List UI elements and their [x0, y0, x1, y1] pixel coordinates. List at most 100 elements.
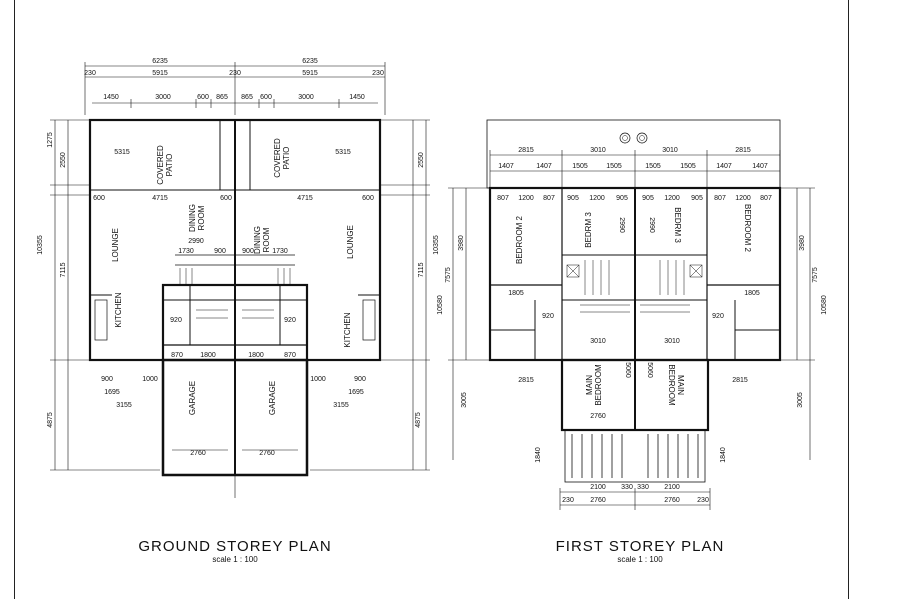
ground-room-dining-right: DINING — [253, 226, 262, 254]
ground-dim-600-right: 600 — [362, 195, 374, 202]
ground-top-dimensions — [84, 62, 386, 115]
first-bottom-dimensions — [559, 488, 711, 510]
ground-dim-overall-right: 6235 — [302, 58, 318, 65]
first-dim-807-a: 807 — [497, 195, 509, 202]
first-dim-1840-right: 1840 — [720, 447, 727, 463]
first-side-dimensions — [448, 187, 815, 460]
ground-top-dim-2: 3000 — [155, 94, 171, 101]
first-dim-330-right: 330 — [637, 484, 649, 491]
first-dim-10580-left: 10580 — [437, 295, 444, 315]
ground-dim-1695-left: 1695 — [104, 389, 120, 396]
first-dim-807-c: 807 — [714, 195, 726, 202]
first-dim-2990-right: 2990 — [648, 217, 655, 233]
first-dim-5060-right: 5060 — [646, 362, 653, 378]
first-room-main-bedroom-right: MAIN — [676, 375, 685, 395]
ground-dim-920-right: 920 — [284, 317, 296, 324]
first-dim-1200-b: 1200 — [589, 195, 605, 202]
first-dim-807-d: 807 — [760, 195, 772, 202]
first-sub-dim-4: 1505 — [606, 163, 622, 170]
ground-dim-r3: 7115 — [418, 262, 425, 277]
first-dim-3010-left: 3010 — [590, 338, 606, 345]
ground-storey-plan: 6235 6235 5915 5915 230 230 230 1450 300… — [37, 58, 440, 498]
first-dim-230-right: 230 — [697, 497, 709, 504]
first-dim-905-c: 905 — [642, 195, 654, 202]
first-dim-905-a: 905 — [567, 195, 579, 202]
first-dim-330-left: 330 — [621, 484, 633, 491]
ground-stairs — [179, 268, 291, 319]
ground-room-covered-patio-right-2: PATIO — [282, 147, 291, 170]
first-dim-3980-right: 3980 — [799, 235, 806, 251]
first-dim-1805-right: 1805 — [744, 290, 760, 297]
first-walls — [488, 186, 782, 432]
first-room-bedrm-3-left: BEDRM 3 — [584, 212, 593, 248]
first-dim-905-b: 905 — [616, 195, 628, 202]
ground-dim-1730-right: 1730 — [272, 248, 288, 255]
ground-dim-600-mid: 600 — [220, 195, 232, 202]
first-top-dim-3: 3010 — [662, 147, 678, 154]
first-vent-left — [619, 132, 631, 144]
ground-dim-5315-right: 5315 — [335, 149, 351, 156]
first-plan-scale: scale 1 : 100 — [617, 555, 663, 564]
ground-plan-title: GROUND STOREY PLAN — [138, 538, 332, 555]
ground-dim-4715-right: 4715 — [297, 195, 313, 202]
first-dim-3005-left: 3005 — [461, 392, 468, 408]
ground-dim-l2: 2550 — [60, 152, 67, 168]
ground-dim-height-left: 10355 — [37, 235, 44, 255]
ground-dim-870-left: 870 — [171, 352, 183, 359]
first-dim-2760-left: 2760 — [590, 413, 606, 420]
ground-dim-overall-left: 6235 — [152, 58, 168, 65]
ground-room-dining-right-2: ROOM — [262, 227, 271, 252]
first-dim-1805-left: 1805 — [508, 290, 524, 297]
ground-dim-r4: 4875 — [415, 412, 422, 428]
ground-dim-1000-left: 1000 — [142, 376, 158, 383]
first-dim-3980-left: 3980 — [458, 235, 465, 251]
first-room-bedrm-3-right: BEDRM 3 — [673, 207, 682, 243]
ground-dim-inner-right: 5915 — [302, 70, 318, 77]
ground-walls — [88, 118, 382, 477]
first-room-main-bedroom-left-2: BEDROOM — [594, 364, 603, 406]
ground-room-covered-patio-left: COVERED — [156, 145, 165, 185]
first-dim-2990-left: 2990 — [618, 217, 625, 233]
ground-dim-3155-right: 3155 — [333, 402, 349, 409]
first-stairs — [566, 260, 703, 313]
ground-room-covered-patio-left-2: PATIO — [165, 154, 174, 177]
ground-dim-920-left: 920 — [170, 317, 182, 324]
first-sub-dim-2: 1407 — [536, 163, 552, 170]
ground-dim-3155-left: 3155 — [116, 402, 132, 409]
ground-dim-l3: 7115 — [60, 262, 67, 277]
first-dim-1840-left: 1840 — [535, 447, 542, 463]
first-roof-outline — [486, 119, 781, 189]
first-room-main-bedroom-left: MAIN — [585, 375, 594, 395]
ground-top-dim-5: 865 — [241, 94, 253, 101]
first-sub-dim-1: 1407 — [498, 163, 514, 170]
sheet-border-left — [14, 0, 15, 599]
first-dim-1200-a: 1200 — [518, 195, 534, 202]
ground-room-kitchen-right: KITCHEN — [343, 312, 352, 347]
ground-room-dining-left-2: ROOM — [197, 205, 206, 230]
first-dim-7575-right: 7575 — [812, 267, 819, 283]
ground-dim-1800-right: 1800 — [248, 352, 264, 359]
ground-dim-wall-left: 230 — [84, 70, 96, 77]
ground-garage-doors — [172, 449, 298, 498]
first-top-dim-2: 3010 — [590, 147, 606, 154]
first-dim-5060-left: 5060 — [624, 362, 631, 378]
first-sub-dim-5: 1505 — [645, 163, 661, 170]
first-dim-230-left: 230 — [562, 497, 574, 504]
ground-top-dim-1: 1450 — [103, 94, 119, 101]
first-balcony — [564, 429, 706, 483]
first-sub-dim-7: 1407 — [716, 163, 732, 170]
first-vent-right — [636, 132, 648, 144]
ground-dim-l1: 1275 — [47, 132, 54, 148]
ground-dim-1695-right: 1695 — [348, 389, 364, 396]
ground-dim-900-right: 900 — [242, 248, 254, 255]
ground-dim-900-br: 900 — [354, 376, 366, 383]
first-sub-dim-6: 1505 — [680, 163, 696, 170]
ground-dim-2990: 2990 — [188, 238, 204, 245]
ground-room-covered-patio-right: COVERED — [273, 138, 282, 178]
first-dim-2815-left: 2815 — [518, 377, 534, 384]
first-dim-3010-right: 3010 — [664, 338, 680, 345]
ground-room-garage-right: GARAGE — [268, 381, 277, 415]
ground-top-dim-8: 1450 — [349, 94, 365, 101]
